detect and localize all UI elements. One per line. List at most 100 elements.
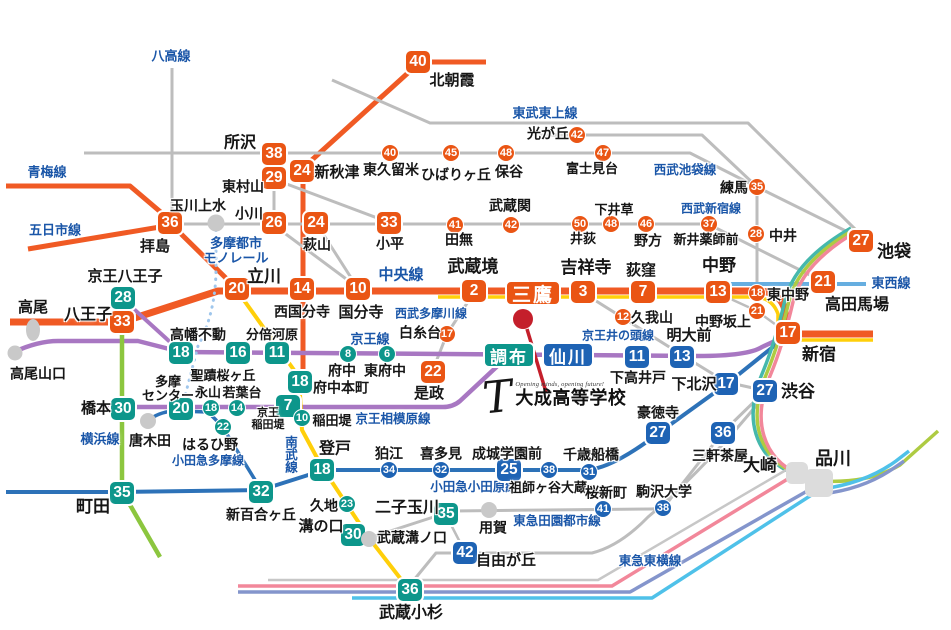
station-badge: 31: [580, 463, 598, 481]
station-label: 三軒茶屋: [692, 447, 748, 464]
station-label: 京王 稲田堤: [251, 407, 285, 431]
station-label: 下北沢: [671, 375, 717, 393]
station-badge: 38: [540, 461, 558, 479]
station-label: 小平: [376, 235, 404, 252]
station-badge: 13: [668, 344, 696, 370]
station-label: 自由が丘: [475, 551, 537, 569]
station-label: 町田: [76, 496, 110, 516]
station-label: 桜新町: [585, 484, 627, 501]
station-label: 東久留米: [363, 161, 419, 178]
station-label: 品川: [815, 448, 851, 469]
line-name-label: 小田急小田原線: [430, 480, 518, 494]
station-label: 玉川上水: [170, 197, 226, 214]
line-name-label: 京王線: [350, 331, 390, 347]
station-label: 明大前: [666, 326, 712, 344]
station-badge: 27: [751, 378, 779, 404]
station-label: 高田馬場: [824, 296, 890, 314]
station-badge: 47: [594, 144, 612, 162]
line-name-label: 青梅線: [27, 164, 67, 180]
line-name-label: 八高線: [151, 48, 191, 64]
station-badge: 11: [623, 344, 651, 370]
station-label: 新宿: [802, 344, 836, 364]
station-badge: 40: [381, 144, 399, 162]
station-label: 狛江: [375, 445, 403, 462]
station-badge: 18: [167, 340, 195, 366]
station-label: 是政: [413, 384, 445, 402]
station-label: 高尾: [17, 298, 49, 316]
rail-line-keio-line: [13, 333, 787, 359]
station-label: 野方: [634, 232, 662, 249]
rail-line-kosugi-periwinkle: [238, 488, 810, 594]
rail-line-kosugi-pink: [238, 475, 792, 588]
station-badge: [786, 462, 808, 484]
station-label: 富士見台: [565, 160, 619, 176]
station-label: 高幡不動: [170, 326, 226, 343]
line-name-label: 東武東上線: [512, 105, 578, 121]
rail-line-oume-line: [6, 183, 172, 222]
station-badge: 38: [654, 499, 672, 517]
station-label: 田無: [445, 231, 473, 248]
line-name-label: 五日市線: [28, 222, 82, 238]
station-badge: 三鷹: [504, 280, 562, 306]
station-badge: 28: [747, 225, 765, 243]
station-label: 喜多見: [420, 445, 462, 462]
station-badge: 24: [302, 210, 330, 236]
station-badge: 40: [404, 49, 432, 75]
station-badge: 18: [202, 399, 220, 417]
station-badge: 32: [247, 479, 275, 505]
station-badge: 36: [396, 577, 424, 603]
line-name-label: 多摩都市 モノレール: [203, 235, 269, 265]
rail-line-yamanote-green: [755, 227, 856, 483]
station-badge: 13: [704, 279, 732, 305]
station-badge: [805, 469, 833, 497]
station-badge: 25: [495, 457, 523, 483]
station-label: 稲田堤: [312, 412, 352, 428]
station-label: 橋本: [80, 399, 112, 417]
line-name-label: 西武池袋線: [653, 163, 717, 177]
school-pin-stem: [525, 328, 548, 393]
station-badge: 18: [748, 284, 766, 302]
station-label: 中野: [702, 255, 736, 275]
station-label: 武蔵小杉: [378, 604, 444, 622]
station-badge: 45: [442, 144, 460, 162]
station-label: 武蔵境: [447, 256, 499, 276]
station-label: 所沢: [223, 134, 257, 152]
station-badge: 14: [228, 399, 246, 417]
station-label: 溝の口: [298, 517, 344, 535]
station-badge: 48: [497, 144, 515, 162]
station-label: 用賀: [479, 519, 507, 536]
rail-line-seibu-kodaira: [275, 178, 389, 224]
station-label: 西国分寺: [274, 303, 330, 320]
station-badge: 34: [380, 461, 398, 479]
station-label: 吉祥寺: [560, 257, 612, 277]
station-badge: 17: [438, 325, 456, 343]
station-label: 池袋: [877, 241, 911, 261]
station-badge: 22: [214, 418, 232, 436]
station-badge: 36: [156, 210, 184, 236]
station-label: 府中本町: [313, 379, 369, 396]
station-badge: 24: [288, 158, 316, 184]
station-label: 中野坂上: [695, 313, 751, 330]
station-label: 国分寺: [338, 303, 384, 321]
rail-line-kokubunji-a: [274, 224, 358, 289]
station-badge: 41: [594, 500, 612, 518]
station-label: 豪徳寺: [637, 404, 679, 421]
station-badge: 28: [109, 285, 137, 311]
station-label: 萩山: [303, 236, 331, 253]
rail-line-yamanote-teal: [751, 226, 852, 482]
station-label: 久我山: [631, 309, 673, 326]
station-label: 拝島: [139, 237, 171, 255]
rail-line-itsukaichi-line: [27, 223, 167, 252]
station-badge: 21: [809, 269, 837, 295]
station-label: ひばりヶ丘: [421, 166, 491, 183]
station-badge: 42: [502, 216, 520, 234]
station-label: 久地: [310, 497, 338, 514]
station-badge: 27: [847, 228, 875, 254]
station-label: 練馬: [720, 179, 748, 196]
station-badge: 3: [569, 279, 597, 305]
station-badge: 18: [286, 369, 314, 395]
station-badge: 37: [700, 215, 718, 233]
station-badge: 38: [260, 141, 288, 167]
station-badge: [7, 345, 23, 361]
station-badge: 36: [709, 420, 737, 446]
